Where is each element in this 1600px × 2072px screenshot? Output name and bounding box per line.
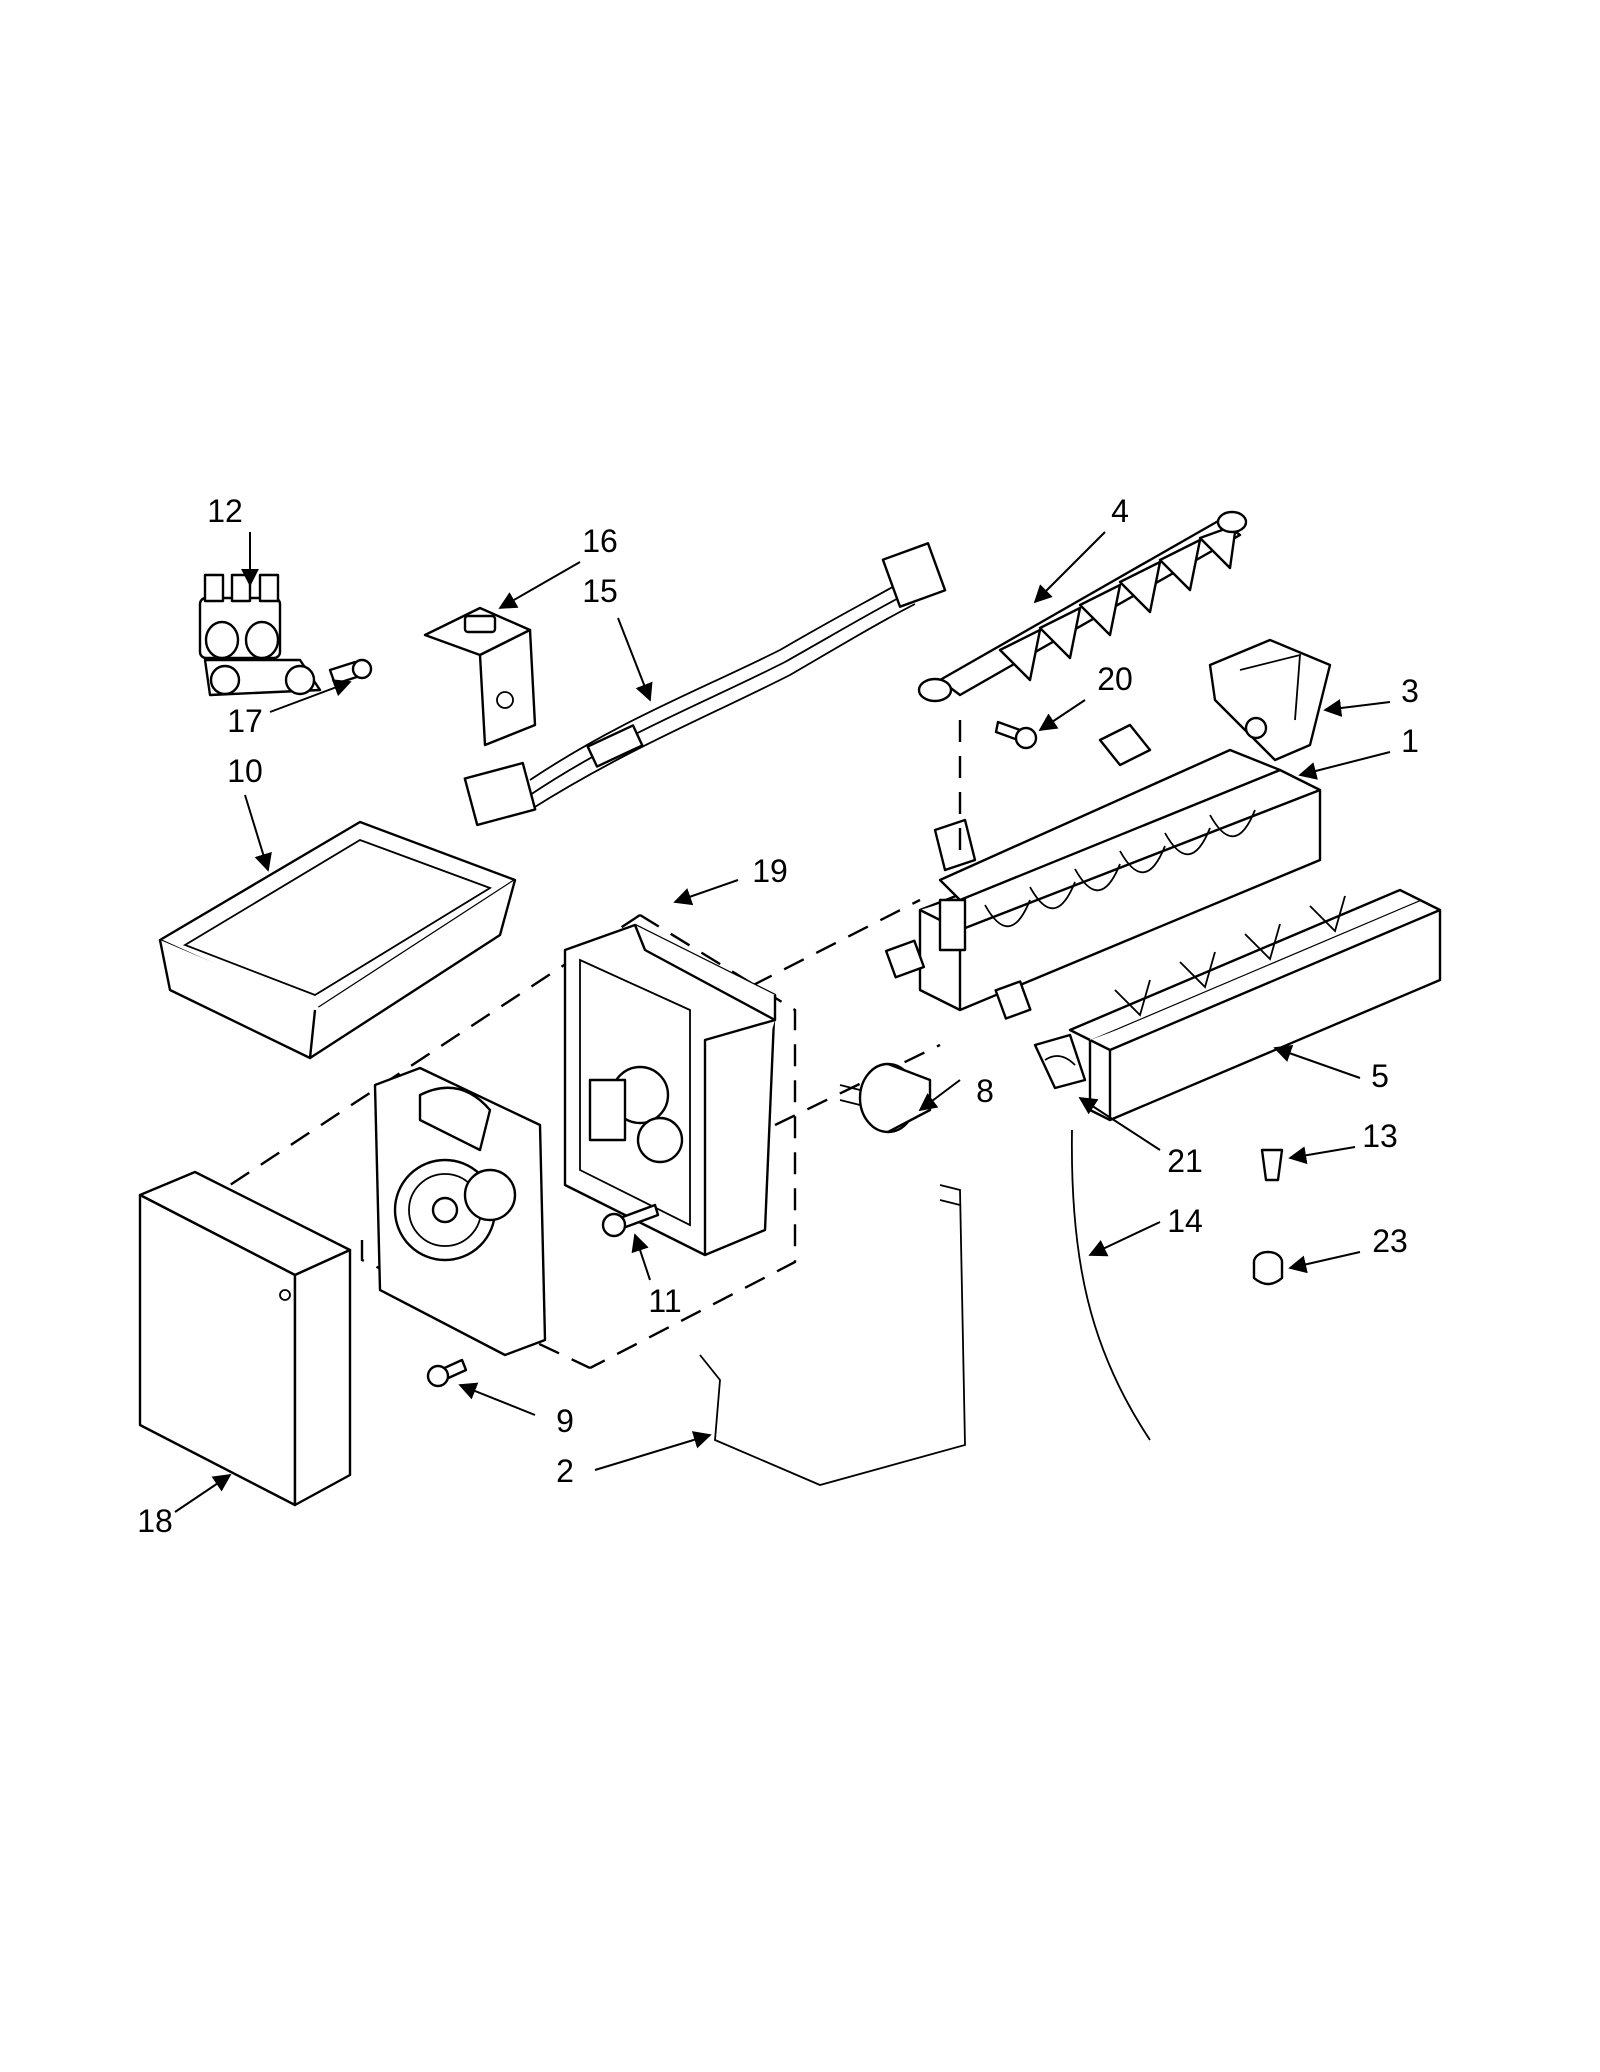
callout-label-20: 20 <box>1097 661 1133 697</box>
plug-part <box>1260 1148 1284 1182</box>
callout-18: 18 <box>137 1473 232 1539</box>
callout-4: 4 <box>1033 493 1129 604</box>
clip-part <box>1033 1033 1087 1090</box>
screw-20-part <box>994 720 1038 750</box>
callout-label-2: 2 <box>556 1453 574 1489</box>
callout-8: 8 <box>918 1073 994 1112</box>
callout-label-17: 17 <box>227 703 263 739</box>
module-housing-part <box>563 923 777 1257</box>
callout-label-15: 15 <box>582 573 618 609</box>
callout-label-8: 8 <box>976 1073 994 1109</box>
callout-3: 3 <box>1323 673 1419 717</box>
callout-16: 16 <box>498 523 618 609</box>
callout-20: 20 <box>1038 661 1133 731</box>
callout-23: 23 <box>1288 1223 1408 1274</box>
motor-plate-part <box>373 1066 547 1357</box>
callout-label-11: 11 <box>648 1283 681 1319</box>
ice-bin-part <box>158 820 517 1060</box>
shield-part <box>1208 638 1332 762</box>
ice-mold-part <box>884 723 1322 1020</box>
callout-label-12: 12 <box>207 493 243 529</box>
shutoff-arm-part <box>699 1184 966 1486</box>
callout-label-10: 10 <box>227 753 263 789</box>
module-cover-part <box>138 1170 352 1507</box>
callout-2: 2 <box>556 1431 712 1489</box>
callout-11: 11 <box>631 1233 682 1319</box>
wire-harness-part <box>463 542 947 827</box>
callout-1: 1 <box>1298 723 1419 780</box>
callout-5: 5 <box>1273 1044 1389 1094</box>
callout-14: 14 <box>1088 1203 1203 1257</box>
callout-label-19: 19 <box>752 853 788 889</box>
callout-label-14: 14 <box>1167 1203 1203 1239</box>
callout-13: 13 <box>1288 1118 1398 1165</box>
callout-label-3: 3 <box>1401 673 1419 709</box>
callout-label-13: 13 <box>1362 1118 1398 1154</box>
callout-label-4: 4 <box>1111 493 1129 529</box>
screw-9-part <box>426 1358 468 1388</box>
callout-label-23: 23 <box>1372 1223 1408 1259</box>
callout-label-16: 16 <box>582 523 618 559</box>
callout-label-21: 21 <box>1167 1143 1203 1179</box>
callout-19: 19 <box>673 853 788 906</box>
screw-11-part <box>601 1203 660 1238</box>
callout-15: 15 <box>582 573 653 702</box>
callout-10: 10 <box>227 753 272 872</box>
valve-screw-part <box>328 658 373 686</box>
callout-label-5: 5 <box>1371 1058 1389 1094</box>
callout-17: 17 <box>227 679 352 739</box>
fill-tube-part <box>1070 1129 1151 1441</box>
thermostat-part <box>839 1062 932 1134</box>
callout-21: 21 <box>1078 1097 1203 1179</box>
callout-label-18: 18 <box>137 1503 173 1539</box>
ejector-part <box>917 510 1248 703</box>
front-cover-part <box>1068 888 1442 1122</box>
callout-9: 9 <box>458 1382 574 1439</box>
water-valve-part <box>198 573 322 697</box>
wire-bracket-part <box>423 606 537 747</box>
callout-12: 12 <box>207 493 259 587</box>
callout-label-9: 9 <box>556 1403 574 1439</box>
callout-label-1: 1 <box>1401 723 1419 759</box>
grommet-part <box>1252 1250 1284 1286</box>
